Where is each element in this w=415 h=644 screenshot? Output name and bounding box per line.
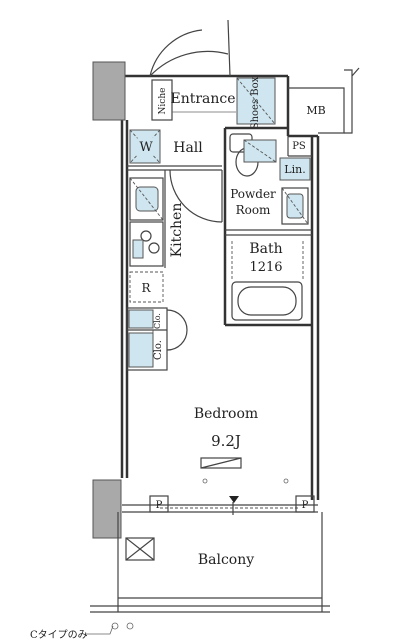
bedroom-label: Bedroom xyxy=(194,406,258,422)
powder-room-label-1: Powder xyxy=(230,187,276,201)
air-conditioner xyxy=(200,457,242,469)
column-top-left xyxy=(92,61,126,121)
kitchen-label: Kitchen xyxy=(169,203,185,258)
pipe-space-right xyxy=(295,495,315,513)
hall-label: Hall xyxy=(173,140,203,156)
niche-label: Niche xyxy=(158,88,168,115)
linen-cupboard xyxy=(279,157,311,181)
toilet-fixture xyxy=(229,133,277,177)
vanity xyxy=(281,187,309,225)
kitchen-stove xyxy=(129,221,164,267)
bathtub xyxy=(231,281,303,321)
mb-label: MB xyxy=(306,104,325,117)
entrance-door xyxy=(149,19,231,77)
refrigerator-label: R xyxy=(141,281,151,295)
washer-label: W xyxy=(139,140,153,155)
kitchen-sink xyxy=(129,177,164,221)
shoes-box-cabinet xyxy=(236,77,276,125)
ps-label: PS xyxy=(292,141,306,152)
type-note: Cタイプのみ xyxy=(30,629,88,641)
pipe-space-left xyxy=(149,495,169,513)
wet-area-walls xyxy=(223,126,312,327)
linen-label: Lin. xyxy=(284,163,305,176)
balcony-outline xyxy=(90,512,330,613)
pipe-right-label: P xyxy=(302,500,309,511)
bath-label: Bath xyxy=(249,241,282,257)
niche-box xyxy=(151,79,173,121)
entrance-label: Entrance xyxy=(170,91,235,107)
outdoor-unit xyxy=(125,537,155,561)
pipe-left-label: P xyxy=(156,500,163,511)
bath-size-label: 1216 xyxy=(249,260,282,275)
closet-block xyxy=(126,307,168,371)
window-arrow-marker xyxy=(229,496,239,503)
powder-room-label-2: Room xyxy=(236,203,271,217)
refrigerator-space xyxy=(129,271,164,303)
closet-lower-label: Clo. xyxy=(153,340,164,360)
bedroom-size-label: 9.2J xyxy=(211,432,241,450)
shoes-box-label: Shoes Box xyxy=(250,76,261,129)
column-bottom-left xyxy=(92,479,122,539)
balcony-label: Balcony xyxy=(198,552,254,568)
closet-upper-label: Clo. xyxy=(153,313,162,329)
